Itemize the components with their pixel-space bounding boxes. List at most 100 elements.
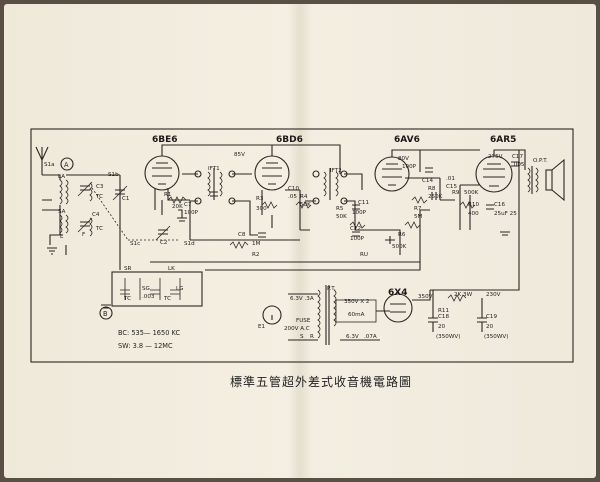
tube-label-6av6: 6AV6 — [394, 135, 420, 145]
label-opt: O.P.T. — [533, 158, 548, 164]
tube-label-6ar5: 6AR5 — [490, 135, 516, 145]
label-c12-value: 100P — [350, 236, 365, 242]
label-r5: R5 — [336, 206, 344, 212]
label-r4-value: 50K — [300, 202, 311, 208]
label-pt-secondary: 350V X 2 — [344, 299, 369, 305]
tube-label-6x4: 6X4 — [388, 288, 407, 298]
label-c18: C18 — [438, 314, 449, 320]
label-07a: .07A — [364, 334, 377, 340]
label-c7: C7 — [184, 202, 192, 208]
label-r2: R2 — [252, 252, 259, 258]
label-r7: R7 — [414, 206, 422, 212]
marker-a: A — [64, 161, 69, 169]
marker-b-circle — [99, 306, 113, 320]
label-r4: R4 — [300, 194, 308, 200]
tube-6be6 — [144, 144, 230, 210]
label-c19-rating: (350WV) — [484, 334, 508, 340]
label-c15-value: .01 — [446, 176, 455, 182]
antenna-symbol — [35, 146, 49, 175]
band-note-bc: BC: 535— 1650 KC — [118, 329, 180, 337]
label-275v: 275V — [488, 154, 503, 160]
label-c18-rating: (350WV) — [436, 334, 460, 340]
antenna-coils — [42, 174, 121, 270]
label-sr: SR — [124, 266, 132, 272]
resistors — [167, 196, 476, 302]
label-sw: S — [300, 334, 304, 340]
label-r7-value: 5M — [414, 214, 423, 220]
label-r8: R8 — [428, 186, 436, 192]
label-c16: C16 — [494, 202, 505, 208]
label-r5-value: 50K — [336, 214, 347, 220]
label-r6-value: 500K — [392, 244, 407, 250]
label-r-mark: R — [310, 334, 314, 340]
diagram-caption: 標準五管超外差式收音機電路圖 — [230, 374, 412, 389]
ift2-transformer — [312, 168, 348, 205]
label-c19: C19 — [486, 314, 497, 320]
tube-label-6be6: 6BE6 — [152, 135, 178, 145]
label-e1: E1 — [258, 324, 266, 330]
marker-a-circle — [60, 157, 74, 171]
label-s1a: S1a — [44, 162, 55, 168]
label-sa: SA — [58, 209, 66, 215]
diagram-frame — [30, 128, 574, 363]
circuit-wiring — [150, 144, 520, 291]
label-tc-3: TC — [123, 296, 131, 302]
tube-labels: 6BE6 6BD6 6AV6 6AR5 6X4 — [152, 135, 516, 298]
ac-source-symbol — [262, 305, 282, 325]
label-c13-value: 100P — [402, 164, 417, 170]
label-c14: C14 — [422, 178, 433, 184]
component-labels: 85V IFT1 IFT2 C8 1M R2 R1 20K C7 100P R3… — [44, 152, 548, 340]
label-tc-1: TC — [95, 194, 103, 200]
label-f: F — [82, 232, 85, 238]
tube-6ar5 — [460, 149, 526, 193]
label-63v: 6.3V — [346, 334, 359, 340]
tube-6x4 — [383, 290, 431, 323]
label-s1d: S1d — [184, 241, 195, 247]
label-fuse: FUSE — [296, 318, 311, 324]
label-c10-value: .05 — [288, 194, 297, 200]
label-s1c: S1c — [130, 241, 140, 247]
tube-label-6bd6: 6BD6 — [276, 135, 303, 145]
label-c17: C17 — [512, 154, 523, 160]
tube-6av6 — [374, 149, 440, 192]
label-r6: R6 — [398, 232, 406, 238]
label-r10: R10 — [468, 202, 479, 208]
label-230v: 230V — [486, 292, 501, 298]
label-c10: C10 — [288, 186, 299, 192]
label-r3: R3 — [256, 196, 264, 202]
ift1-transformer — [194, 168, 236, 205]
label-c7-value: 100P — [184, 210, 199, 216]
label-r3-value: 300 — [256, 206, 267, 212]
label-r11-value: 2K 3W — [454, 292, 473, 298]
book-page — [4, 4, 596, 478]
label-c12: C12 — [350, 226, 361, 232]
label-tc-2: TC — [95, 226, 103, 232]
marker-b: B — [103, 310, 108, 318]
label-e: E — [60, 234, 64, 240]
label-lk: LK — [168, 266, 175, 272]
band-switch-box — [91, 187, 203, 307]
label-r9-value: 500K — [464, 190, 479, 196]
label-r10-value: 400 — [468, 211, 479, 217]
label-c3: C3 — [96, 184, 104, 190]
label-lg: LG — [176, 286, 183, 292]
label-r1: R1 — [164, 192, 172, 198]
label-c4: C4 — [92, 212, 100, 218]
label-c18-value: 20 — [438, 324, 446, 330]
label-200v-ac: 200V A.C — [284, 326, 310, 332]
label-s1b: S1b — [108, 172, 119, 178]
label-c11: C11 — [358, 200, 369, 206]
label-63v-3a: 6.3V .3A — [290, 296, 314, 302]
label-tc-4: TC — [163, 296, 171, 302]
label-c8: C8 — [238, 232, 246, 238]
label-1m: 1M — [252, 241, 261, 247]
label-ru: RU — [360, 252, 368, 258]
power-transformer — [262, 285, 390, 345]
label-ift1: IFT1 — [208, 166, 220, 172]
label-c19-value: 20 — [486, 324, 494, 330]
band-notes: BC: 535— 1650 KC SW: 3.8 — 12MC — [118, 329, 180, 350]
label-r9: R9 — [452, 190, 460, 196]
label-350v: 350V — [418, 294, 433, 300]
label-r11: R11 — [438, 308, 449, 314]
label-r8-value: 250K — [428, 194, 443, 200]
